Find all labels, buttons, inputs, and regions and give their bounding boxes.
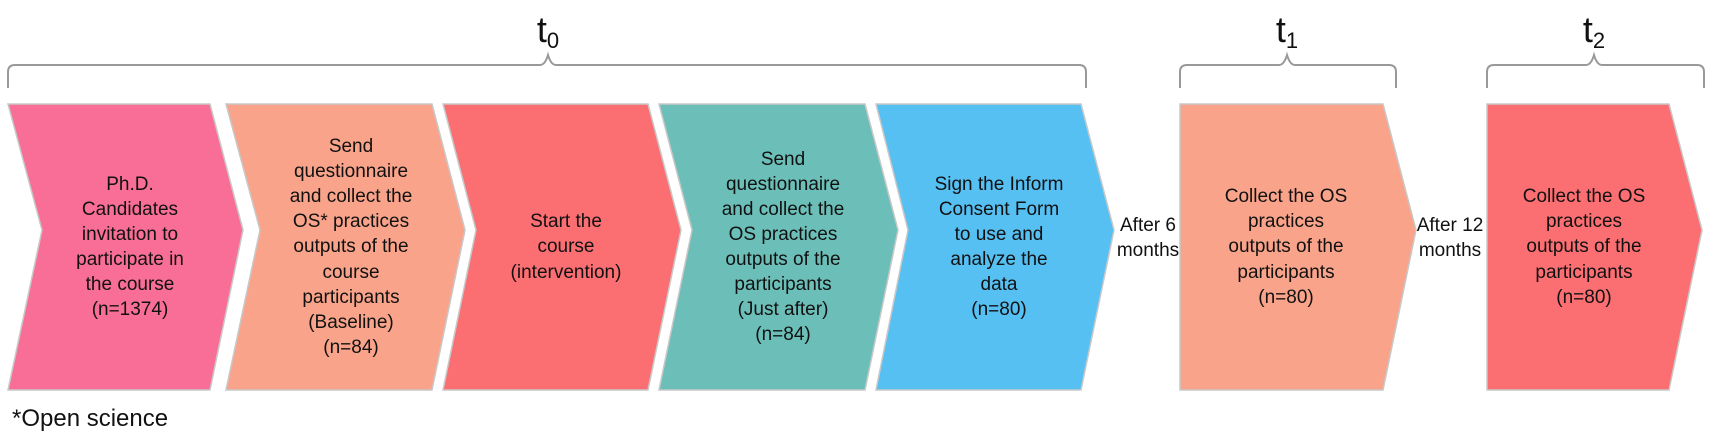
chevron-step-6 [1179,103,1417,391]
interval-label-6-months: After 6 months [1116,215,1180,262]
footnote: *Open science [12,405,169,432]
time-label-t1: t1 [1275,9,1299,53]
step-5-text: Sign the Inform Consent Form to use and … [934,173,1064,321]
step-1-text: Ph.D. Candidates invitation to participa… [76,173,184,321]
chevron-step-2 [225,103,466,391]
chevron-step-5 [875,103,1115,391]
step-3-text: Start the course (intervention) [510,211,622,283]
chevron-step-1 [7,103,244,391]
interval-label-12-months: After 12 months [1416,215,1484,262]
chevron-step-3 [442,103,682,391]
step-7-text: Collect the OS practices outputs of the … [1522,186,1646,308]
step-6-text: Collect the OS practices outputs of the … [1224,186,1348,308]
step-2-text: Send questionnaire and collect the OS* p… [289,136,413,358]
step-4-text: Send questionnaire and collect the OS pr… [721,148,845,346]
brace-t0 [7,51,1087,88]
brace-t1 [1179,51,1397,88]
chevron-step-7 [1486,103,1703,391]
brace-t2 [1486,51,1705,88]
chevron-step-4 [658,103,899,391]
time-label-t0: t0 [536,9,560,53]
time-label-t2: t2 [1582,9,1606,53]
